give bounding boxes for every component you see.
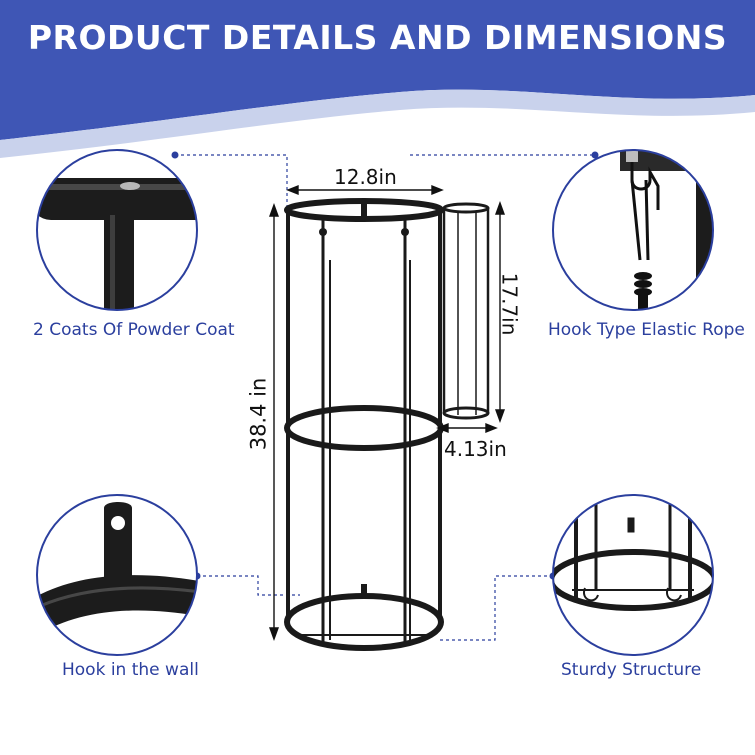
height-dimension-label: 38.4 in	[246, 377, 271, 451]
powder-coat-closeup-icon	[36, 149, 198, 311]
feature-caption-wall-hook: Hook in the wall	[62, 660, 199, 680]
page-title: PRODUCT DETAILS AND DIMENSIONS	[27, 18, 728, 57]
header-banner	[0, 0, 755, 158]
feature-caption-powder-coat: 2 Coats Of Powder Coat	[33, 320, 235, 340]
feature-caption-elastic-rope: Hook Type Elastic Rope	[548, 320, 745, 340]
tube-holder	[442, 202, 490, 420]
tube-height-dimension-label: 17.7in	[497, 272, 522, 336]
rack-frame	[284, 198, 444, 651]
tube-width-dimension-label: 4.13in	[444, 437, 507, 461]
feature-caption-sturdy-structure: Sturdy Structure	[561, 660, 702, 680]
base-ring-closeup-icon	[552, 494, 714, 656]
wall-hook-closeup-icon	[36, 494, 198, 656]
elastic-hook-closeup-icon	[552, 149, 714, 311]
width-dimension-label: 12.8in	[334, 165, 397, 189]
